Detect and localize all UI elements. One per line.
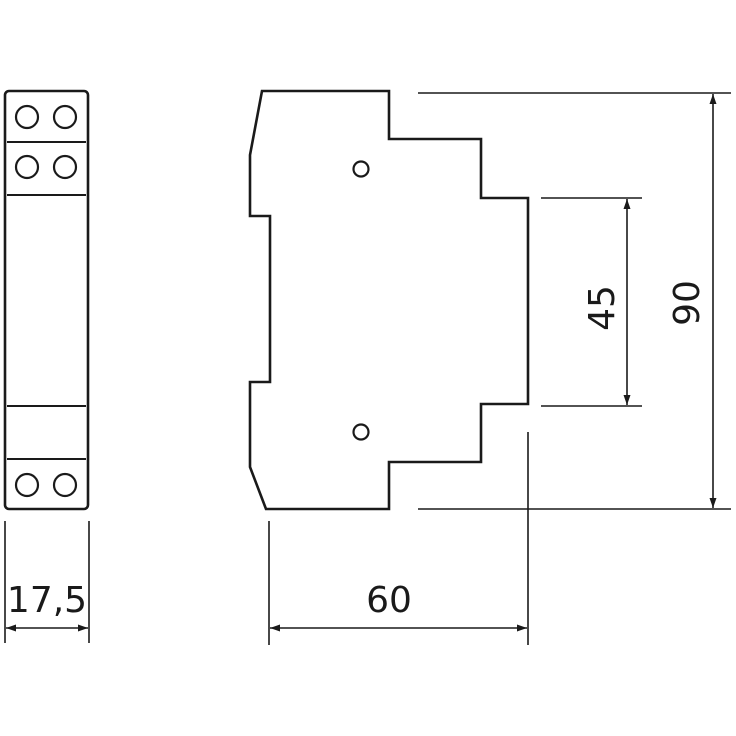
mounting-hole-top (352, 160, 370, 178)
terminal-screw (14, 472, 40, 498)
side-view-profile (248, 89, 530, 511)
dimension-label-total-height: 90 (667, 280, 708, 326)
dimension-label-width: 17,5 (7, 580, 87, 621)
terminal-screw (52, 472, 78, 498)
terminal-screw (14, 104, 40, 130)
dimension-label-front-height: 45 (582, 285, 623, 331)
front-view-body (3, 89, 90, 511)
terminal-screw (14, 154, 40, 180)
dimension-depth: 60 (268, 432, 529, 645)
dimension-label-depth: 60 (366, 580, 412, 621)
terminal-screw (52, 104, 78, 130)
side-view (248, 89, 530, 511)
terminal-screw (52, 154, 78, 180)
mounting-hole-bottom (352, 423, 370, 441)
dimension-width: 17,5 (4, 521, 90, 643)
dimension-total-height: 90 (418, 92, 731, 510)
front-view (3, 89, 90, 511)
dimension-front-height: 45 (541, 197, 642, 407)
